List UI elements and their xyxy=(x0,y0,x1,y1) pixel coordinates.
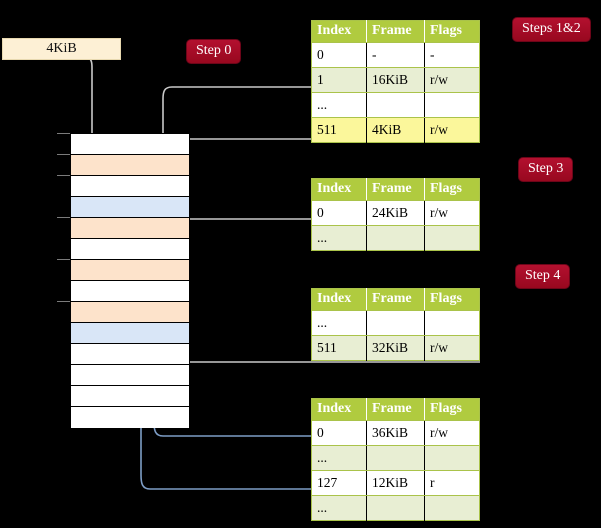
column-header-index: Index xyxy=(311,178,367,201)
table-cell-frame: 4KiB xyxy=(366,117,425,143)
table-cell-flags xyxy=(424,445,480,471)
badge-step-4: Step 4 xyxy=(516,265,570,288)
memory-frame-row xyxy=(71,344,189,365)
memory-frame-row xyxy=(71,386,189,407)
table-cell-index: ... xyxy=(311,92,367,118)
column-header-frame: Frame xyxy=(366,398,425,421)
table-cell-frame xyxy=(366,495,425,521)
column-header-frame: Frame xyxy=(366,178,425,201)
source-frame-box: 4KiB xyxy=(2,38,121,60)
table-cell-index: 0 xyxy=(311,200,367,226)
memory-frame-row xyxy=(71,281,189,302)
column-header-frame: Frame xyxy=(366,20,425,43)
column-header-index: Index xyxy=(311,398,367,421)
table-cell-index: 1 xyxy=(311,67,367,93)
column-header-frame: Frame xyxy=(366,288,425,311)
column-header-flags: Flags xyxy=(424,398,480,421)
table-cell-index: 0 xyxy=(311,42,367,68)
memory-frame-row xyxy=(71,302,189,323)
badge-step-3-label: Step 3 xyxy=(528,161,564,176)
table-cell-index: 511 xyxy=(311,117,367,143)
table-cell-index: ... xyxy=(311,225,367,251)
table-row: ... xyxy=(311,225,480,251)
table-cell-frame xyxy=(366,92,425,118)
badge-step-0: Step 0 xyxy=(187,40,241,63)
memory-frame-row xyxy=(71,176,189,197)
table-row: ... xyxy=(311,445,480,471)
table-cell-frame: - xyxy=(366,42,425,68)
table-cell-flags: - xyxy=(424,42,480,68)
table-cell-frame xyxy=(366,310,425,336)
memory-frame-row xyxy=(71,323,189,344)
memory-frame-row xyxy=(71,218,189,239)
badge-steps-1-2: Steps 1&2 xyxy=(513,18,590,41)
table-cell-index: 0 xyxy=(311,420,367,446)
memory-frame-row xyxy=(71,365,189,386)
table-cell-flags: r/w xyxy=(424,200,480,226)
memory-frame-row xyxy=(71,407,189,428)
memory-frame-row xyxy=(71,155,189,176)
badge-steps-1-2-label: Steps 1&2 xyxy=(522,21,581,36)
table-cell-flags xyxy=(424,225,480,251)
column-header-flags: Flags xyxy=(424,288,480,311)
memory-tick xyxy=(57,154,71,155)
badge-step-3: Step 3 xyxy=(519,158,573,181)
source-frame-label: 4KiB xyxy=(46,41,77,56)
memory-tick xyxy=(57,133,71,134)
physical-memory-column xyxy=(70,133,190,428)
table-cell-flags: r/w xyxy=(424,67,480,93)
column-header-index: Index xyxy=(311,20,367,43)
table-cell-flags: r xyxy=(424,470,480,496)
memory-frame-row xyxy=(71,197,189,218)
table-cell-frame: 24KiB xyxy=(366,200,425,226)
table-cell-flags xyxy=(424,92,480,118)
table-cell-frame: 36KiB xyxy=(366,420,425,446)
table-cell-index: 127 xyxy=(311,470,367,496)
table-cell-flags: r/w xyxy=(424,420,480,446)
table-cell-index: ... xyxy=(311,495,367,521)
table-cell-index: ... xyxy=(311,445,367,471)
memory-tick xyxy=(57,259,71,260)
memory-tick xyxy=(57,175,71,176)
table-cell-flags: r/w xyxy=(424,335,480,361)
memory-frame-row xyxy=(71,260,189,281)
column-header-index: Index xyxy=(311,288,367,311)
table-cell-flags xyxy=(424,495,480,521)
memory-tick xyxy=(57,301,71,302)
badge-step-0-label: Step 0 xyxy=(196,43,232,58)
column-header-flags: Flags xyxy=(424,20,480,43)
table-row: 0-- xyxy=(311,42,480,68)
table-cell-index: 511 xyxy=(311,335,367,361)
table-cell-index: ... xyxy=(311,310,367,336)
table-row: ... xyxy=(311,310,480,336)
table-row: ... xyxy=(311,92,480,118)
table-cell-frame: 16KiB xyxy=(366,67,425,93)
table-cell-frame: 32KiB xyxy=(366,335,425,361)
table-cell-flags: r/w xyxy=(424,117,480,143)
table-cell-frame: 12KiB xyxy=(366,470,425,496)
table-row: ... xyxy=(311,495,480,521)
memory-tick xyxy=(57,217,71,218)
memory-frame-row xyxy=(71,134,189,155)
badge-step-4-label: Step 4 xyxy=(525,268,561,283)
column-header-flags: Flags xyxy=(424,178,480,201)
memory-frame-row xyxy=(71,239,189,260)
table-cell-frame xyxy=(366,445,425,471)
table-cell-flags xyxy=(424,310,480,336)
table-cell-frame xyxy=(366,225,425,251)
